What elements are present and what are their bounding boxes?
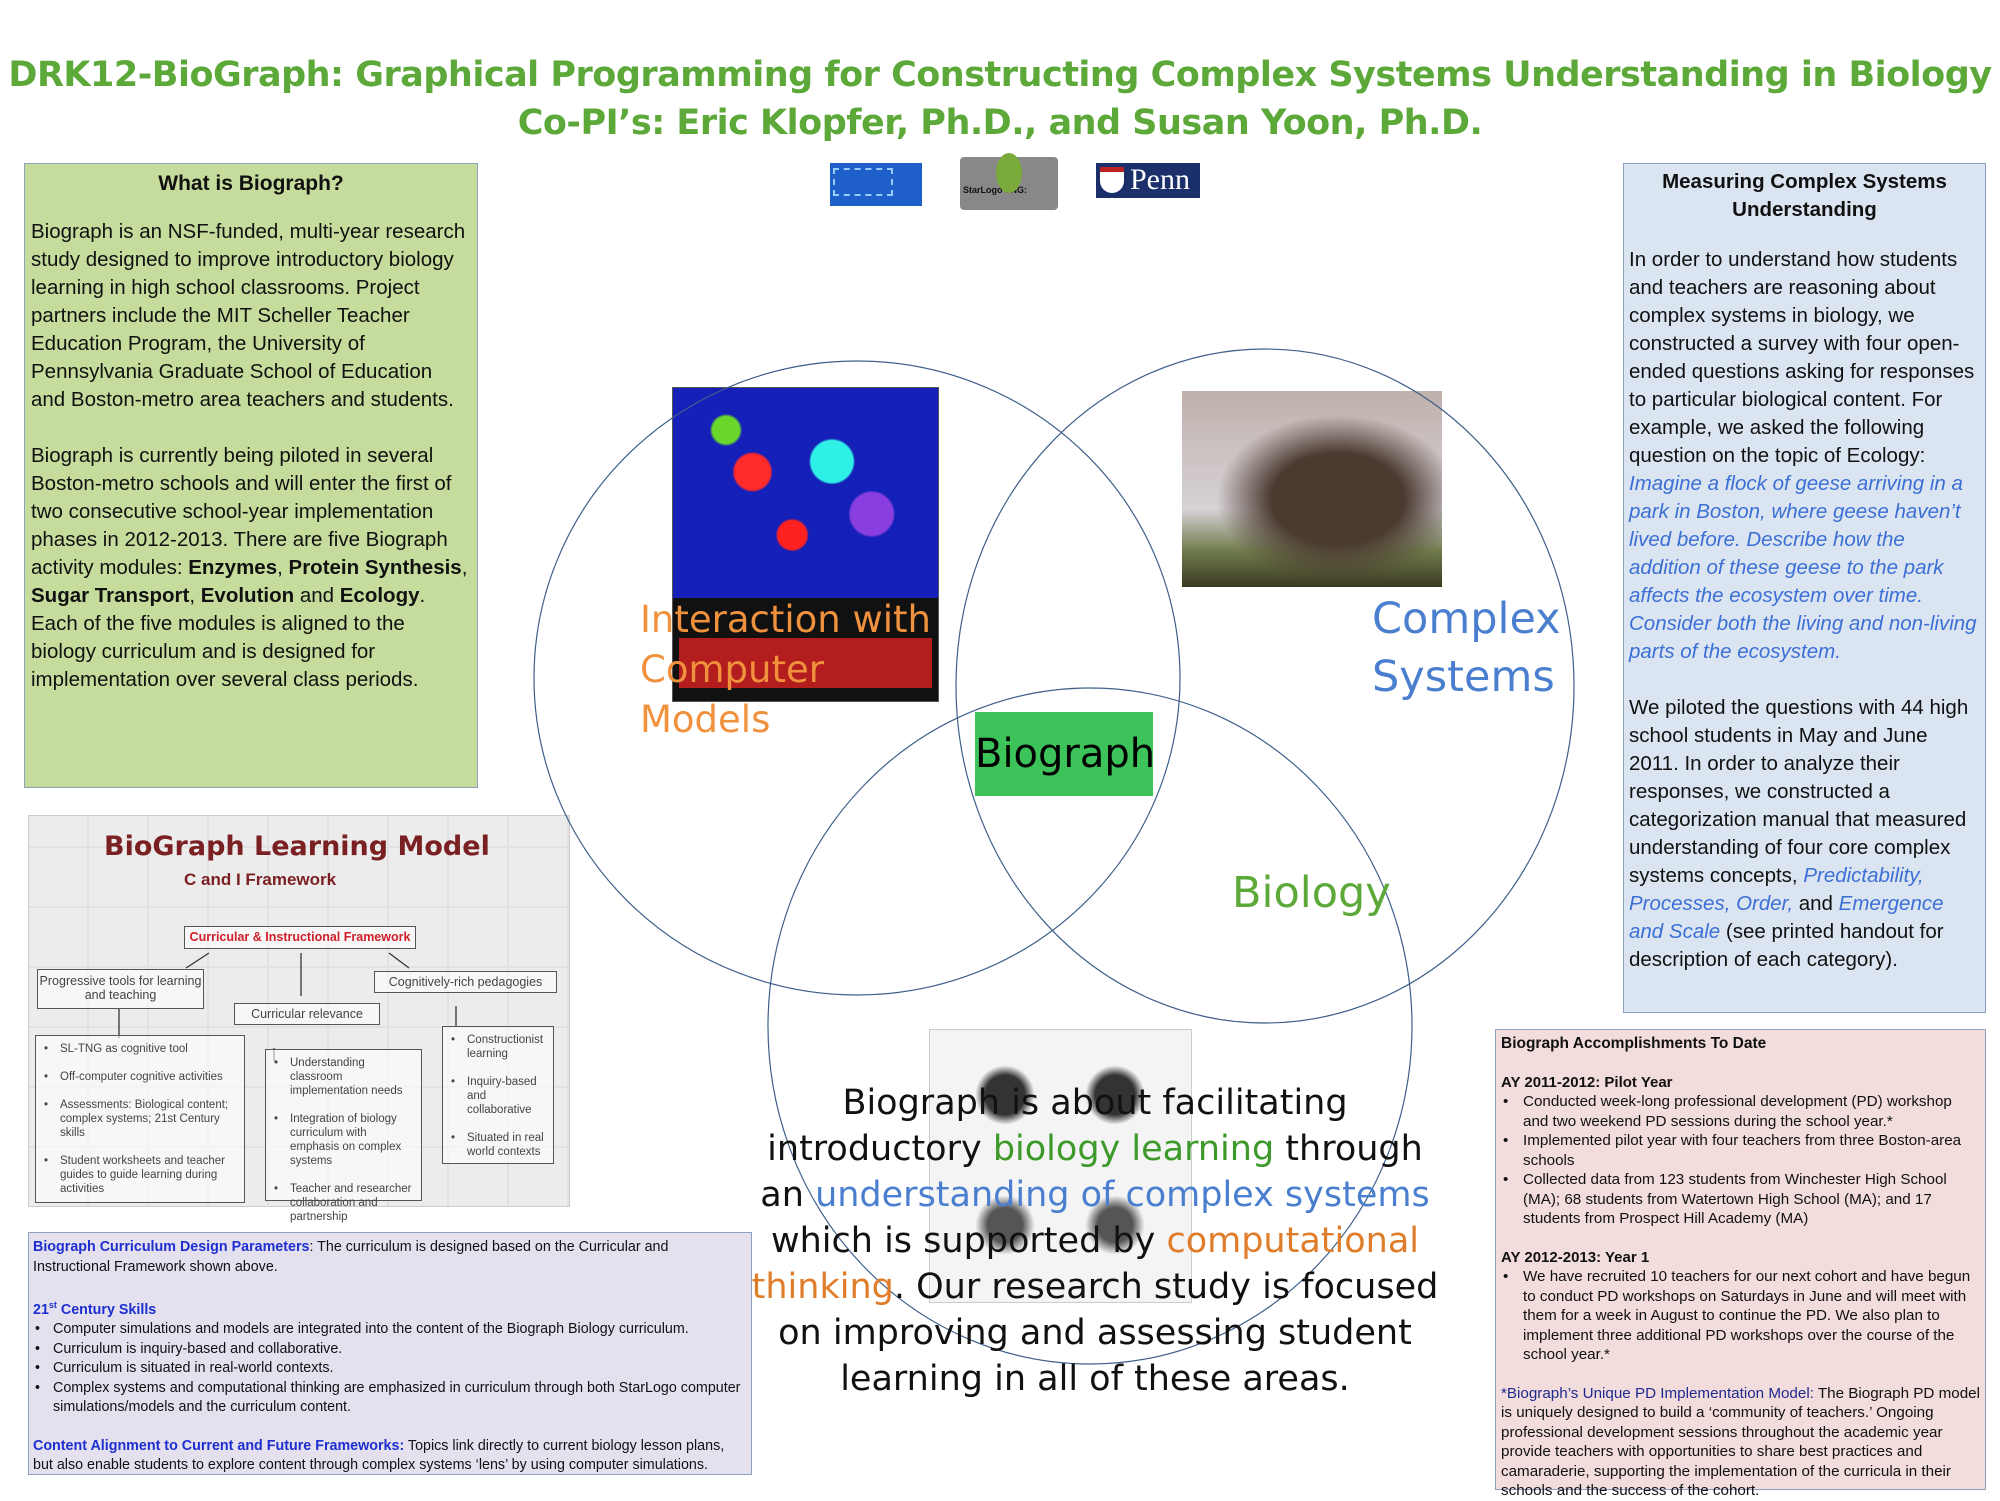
modules-paragraph: Biograph is currently being piloted in s… xyxy=(31,444,468,691)
summary-statement: Biograph is about facilitating introduct… xyxy=(751,1083,1439,1399)
model-subtitle: C and I Framework xyxy=(184,870,337,889)
progressive-tools-box: Progressive tools for learning and teach… xyxy=(37,969,204,1009)
pedagogies-list-box: Constructionist learningInquiry-based an… xyxy=(442,1026,554,1164)
intro-paragraph: Biograph is an NSF-funded, multi-year re… xyxy=(31,220,466,411)
biograph-center-label: Biograph xyxy=(975,712,1155,796)
curriculum-design-panel: Biograph Curriculum Design Parameters: T… xyxy=(28,1232,752,1475)
curricular-relevance-box: Curricular relevance xyxy=(234,1003,380,1025)
panel-heading: Measuring Complex Systems Understanding xyxy=(1662,170,1947,221)
penn-logo: Penn xyxy=(1096,163,1200,198)
skills-list: Computer simulations and models are inte… xyxy=(33,1320,747,1418)
panel-heading: What is Biograph? xyxy=(158,172,344,195)
poster-title: DRK12-BioGraph: Graphical Programming fo… xyxy=(8,55,1992,95)
mit-step-logo xyxy=(830,163,922,206)
starlogo-logo: StarLogo TNG: xyxy=(960,153,1058,210)
framework-box: Curricular & Instructional Framework xyxy=(184,926,416,949)
what-is-biograph-panel: What is Biograph? Biograph is an NSF-fun… xyxy=(24,163,478,788)
learning-model-diagram: BioGraph Learning Model C and I Framewor… xyxy=(28,815,570,1223)
relevance-list-box: Understanding classroom implementation n… xyxy=(265,1049,422,1223)
accomplishments-panel: Biograph Accomplishments To Date AY 2011… xyxy=(1495,1029,1986,1499)
tools-list-box: SL-TNG as cognitive toolOff-computer cog… xyxy=(35,1035,245,1203)
measuring-panel: Measuring Complex Systems Understanding … xyxy=(1623,163,1986,1013)
model-title: BioGraph Learning Model xyxy=(104,831,490,862)
bird-flock-photo xyxy=(1182,391,1442,587)
pedagogies-box: Cognitively-rich pedagogies xyxy=(374,971,557,993)
poster-subtitle: Co-PI’s: Eric Klopfer, Ph.D., and Susan … xyxy=(517,103,1483,143)
biology-label: Biology xyxy=(1232,868,1391,918)
